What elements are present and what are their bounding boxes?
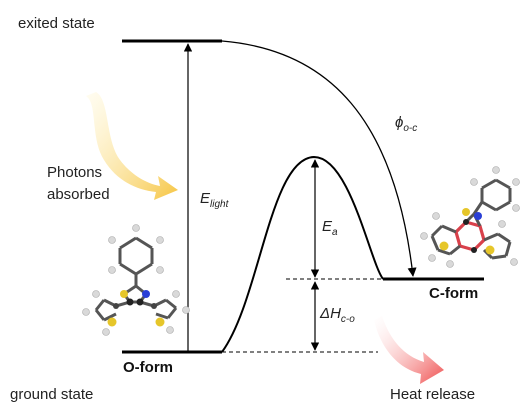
phi-transition-curve xyxy=(221,40,417,277)
c-form-label: C-form xyxy=(429,285,479,302)
photons-line1: Photons xyxy=(47,164,103,181)
photons-absorbed-label: Photons absorbed xyxy=(47,162,110,206)
heat-release-label: Heat release xyxy=(390,386,476,403)
photons-arrow xyxy=(86,92,178,200)
e-light-label: Elight xyxy=(200,190,229,210)
ground-state-label: ground state xyxy=(10,386,94,403)
photons-line2: absorbed xyxy=(47,186,110,203)
o-form-molecule-icon xyxy=(82,224,190,336)
phi-label: ϕo-c xyxy=(395,114,418,134)
o-form-label: O-form xyxy=(123,359,173,376)
delta-h-label: ΔHc-o xyxy=(320,305,355,325)
excited-state-label: exited state xyxy=(18,15,95,32)
c-form-molecule-icon xyxy=(420,166,520,268)
activation-barrier-curve xyxy=(221,155,384,353)
heat-release-arrow xyxy=(374,316,444,384)
ea-label: Ea xyxy=(322,218,338,238)
